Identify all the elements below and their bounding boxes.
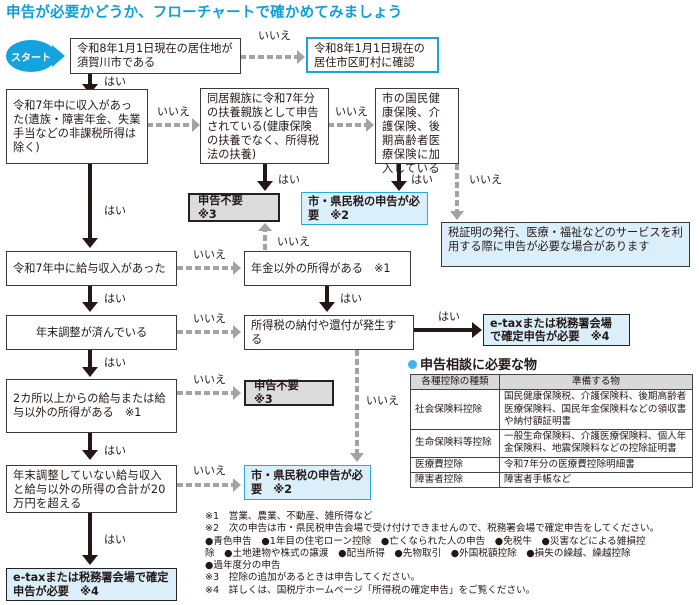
header-items-to-prepare: 準備する物 bbox=[499, 373, 693, 391]
items-to-prepare: 令和7年分の医療費控除明細書 bbox=[499, 456, 693, 474]
certificate-note-box: 税証明の発行、医療・福祉などのサービスを利用する際に申告が必要な場合があります bbox=[441, 222, 690, 267]
question-two-sources: 2カ所以上からの給与または給与以外の所得がある ※1 bbox=[6, 379, 177, 433]
footnote: ※1 営業、農業、不動産、雑所得など bbox=[205, 511, 373, 522]
arrow-head bbox=[472, 322, 482, 338]
label-no: いいえ bbox=[469, 173, 502, 186]
start-badge: スタート bbox=[6, 40, 56, 72]
arrow-head bbox=[82, 555, 98, 565]
question-insurance: 市の国民健康保険、介護保険、後期高齢者医療保険に加入している bbox=[375, 88, 459, 175]
label-no: いいえ bbox=[193, 373, 226, 386]
header-deduction-type: 各種控除の種類 bbox=[410, 373, 500, 391]
label-yes: はい bbox=[340, 292, 362, 305]
arrow-yes-dependent bbox=[263, 164, 267, 183]
label-no: いいえ bbox=[157, 105, 190, 118]
footnote: ※2 次の申告は市・県民税申告会場で受け付けできませんので、税務署会場で確定申告… bbox=[205, 523, 660, 535]
question-residence: 令和8年1月1日現在の居住地が須賀川市である bbox=[70, 38, 241, 74]
footnote: ※3 控除の追加があるときは申告してください。 bbox=[205, 572, 421, 584]
arrow-head bbox=[82, 238, 98, 248]
label-no: いいえ bbox=[193, 464, 226, 477]
arrow-yes-salary bbox=[88, 285, 92, 303]
label-no: いいえ bbox=[258, 29, 291, 42]
label-yes: はい bbox=[278, 173, 300, 186]
items-to-prepare: 国民健康保険税、介護保険料、後期高齢者医療保険料、国民年金保険料などの領収書や納… bbox=[499, 389, 693, 431]
arrow-yes-residence bbox=[88, 74, 92, 86]
question-tax-payment: 所得税の納付や還付が発生する bbox=[244, 315, 414, 350]
not-required-box-1: 申告不要 ※3 bbox=[188, 193, 280, 222]
label-no: いいえ bbox=[335, 105, 368, 118]
etax-required-box-1: e-taxまたは税務署会場で確定申告が必要 ※4 bbox=[483, 314, 630, 346]
question-year-end-adjustment: 年末調整が済んでいる bbox=[6, 315, 177, 350]
question-other-than-pension: 年金以外の所得がある ※1 bbox=[244, 251, 411, 286]
label-yes: はい bbox=[438, 310, 460, 323]
table-row: 障害者控除 障害者手帳など bbox=[410, 472, 693, 489]
city-tax-required-box-1: 市・県民税の申告が必要 ※2 bbox=[301, 192, 428, 225]
footnotes: ※1 営業、農業、不動産、雑所得など ※2 次の申告は市・県民税申告会場で受け付… bbox=[205, 511, 699, 597]
arrow-head bbox=[82, 450, 98, 460]
arrow-yes-over-20 bbox=[88, 512, 92, 556]
page-title: 申告が必要かどうか、フローチャートで確かめてみましょう bbox=[6, 5, 403, 21]
label-no: いいえ bbox=[193, 312, 226, 325]
items-to-prepare: 一般生命保険料、介護医療保険料、個人年金保険料、地震保険料などの控除証明書 bbox=[499, 429, 693, 458]
label-yes: はい bbox=[104, 292, 126, 305]
label-yes: はい bbox=[104, 444, 126, 457]
arrow-head bbox=[257, 181, 273, 191]
arrow-head bbox=[319, 302, 335, 312]
label-yes: はい bbox=[411, 173, 433, 186]
table-row: 生命保険料等控除 一般生命保険料、介護医療保険料、個人年金保険料、地震保険料など… bbox=[410, 429, 693, 458]
label-yes: はい bbox=[104, 75, 126, 88]
label-yes: はい bbox=[104, 356, 126, 369]
items-to-prepare: 障害者手帳など bbox=[499, 472, 693, 489]
yes-arrows bbox=[82, 74, 482, 565]
arrow-yes-income bbox=[88, 164, 92, 239]
city-tax-required-box-2: 市・県民税の申告が必要 ※2 bbox=[244, 465, 371, 500]
question-dependent: 同居親族に令和7年分の扶養親族として申告されている(健康保険の扶養でなく、所得税… bbox=[200, 88, 329, 164]
footnote: ●青色申告 ●1年目の住宅ローン控除 ●亡くなられた人の申告 ●免税牛 ●災害な… bbox=[205, 535, 646, 547]
arrow-head bbox=[82, 302, 98, 312]
arrow-head bbox=[82, 367, 98, 377]
requirements-table: 各種控除の種類 準備する物 社会保険料控除 国民健康保険税、介護保険料、後期高齢… bbox=[410, 373, 693, 489]
no-arrows bbox=[147, 50, 464, 492]
label-yes: はい bbox=[104, 204, 126, 217]
deduction-type: 社会保険料控除 bbox=[410, 389, 500, 431]
table-header-row: 各種控除の種類 準備する物 bbox=[410, 373, 693, 391]
footnote: ※4 詳しくは、国税庁ホームページ「所得税の確定申告」をご覧ください。 bbox=[205, 584, 536, 596]
label-no: いいえ bbox=[193, 248, 226, 261]
requirements-title: 申告相談に必要な物 bbox=[408, 354, 537, 373]
question-income: 令和7年中に収入があった(遺族・障害年金、失業手当などの非課税所得は除く) bbox=[6, 89, 148, 164]
arrow-yes-other-income bbox=[325, 285, 329, 303]
arrow-head bbox=[391, 181, 407, 191]
label-yes: はい bbox=[104, 533, 126, 546]
label-no: いいえ bbox=[366, 394, 399, 407]
arrow-yes-insurance bbox=[397, 164, 401, 183]
arrow-yes-two-sources bbox=[88, 433, 92, 451]
arrow-yes-year-end bbox=[88, 350, 92, 368]
label-no: いいえ bbox=[277, 235, 310, 248]
deduction-type: 医療費控除 bbox=[410, 456, 500, 474]
table-row: 医療費控除 令和7年分の医療費控除明細書 bbox=[410, 456, 693, 474]
footnote: 除 ●土地建物や株式の譲渡 ●配当所得 ●先物取引 ●外国税額控除 ●損失の繰越… bbox=[205, 547, 631, 559]
bullet-dot-icon bbox=[408, 360, 417, 369]
deduction-type: 障害者控除 bbox=[410, 472, 500, 489]
arrow-yes-tax-payment bbox=[413, 328, 473, 332]
start-arrow-icon bbox=[52, 45, 65, 67]
not-required-box-2: 申告不要 ※3 bbox=[244, 379, 334, 406]
footnote: ●過年度分の申告 bbox=[205, 560, 281, 572]
deduction-type: 生命保険料等控除 bbox=[410, 429, 500, 458]
etax-required-box-2: e-taxまたは税務署会場で確定申告が必要 ※4 bbox=[6, 568, 177, 601]
confirm-municipality-box: 令和8年1月1日現在の居住市区町村に確認 bbox=[306, 37, 439, 73]
table-row: 社会保険料控除 国民健康保険税、介護保険料、後期高齢者医療保険料、国民年金保険料… bbox=[410, 389, 693, 431]
question-over-200k: 年末調整していない給与収入と給与以外の所得の合計が20万円を超える bbox=[6, 465, 177, 513]
question-salary: 令和7年中に給与収入があった bbox=[6, 251, 177, 286]
